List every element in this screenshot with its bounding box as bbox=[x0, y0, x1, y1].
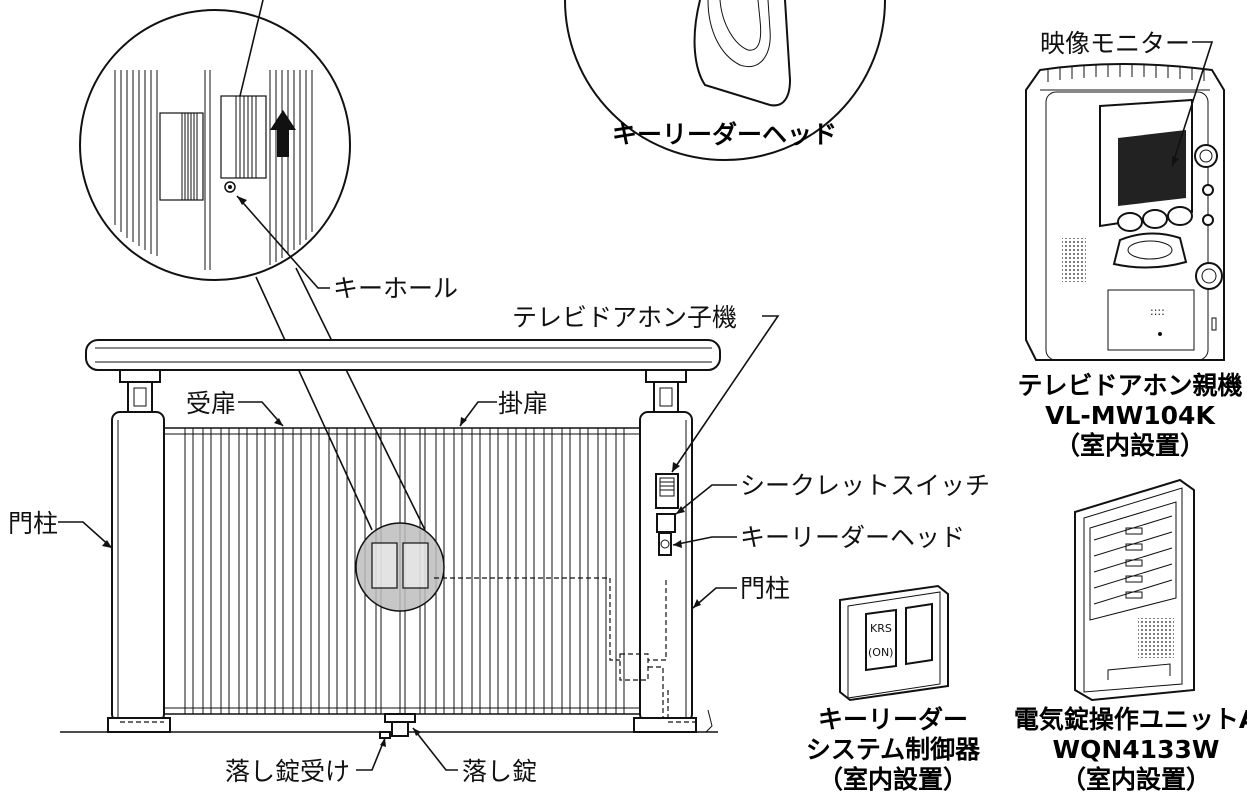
secret-switch-label: シークレットスイッチ bbox=[740, 471, 990, 500]
master-unit-model: VL-MW104K bbox=[1045, 401, 1216, 430]
controller-name-1: キーリーダー bbox=[818, 705, 968, 734]
zoom-key-reader-head-label: キーリーダーヘッド bbox=[612, 120, 837, 149]
drop-lock-receiver-label: 落し錠受け bbox=[225, 757, 350, 786]
hanging-door-label: 掛扉 bbox=[498, 389, 548, 418]
gate-post-right-label: 門柱 bbox=[740, 574, 790, 603]
krs-on-label: (ON) bbox=[868, 646, 893, 659]
lock-unit-note: （室内設置） bbox=[1061, 765, 1211, 794]
lock-unit-name: 電気錠操作ユニットA bbox=[1014, 705, 1247, 734]
master-unit-note: （室内設置） bbox=[1055, 431, 1205, 460]
master-unit-name: テレビドアホン親機 bbox=[1017, 371, 1242, 400]
key-reader-head bbox=[658, 532, 672, 556]
intercom-sub-label: テレビドアホン子機 bbox=[512, 303, 737, 332]
keyhole-label: キーホール bbox=[333, 274, 458, 303]
key-reader-controller: KRS (ON) bbox=[839, 584, 949, 702]
video-monitor-screen bbox=[1118, 130, 1186, 206]
zoom-circle-key-reader: キーリーダーヘッド bbox=[564, 0, 886, 161]
drop-lock-label: 落し錠 bbox=[462, 757, 537, 786]
lock-control-unit bbox=[1074, 478, 1195, 702]
intercom-master-unit: :::: bbox=[1025, 63, 1225, 361]
lock-unit-model: WQN4133W bbox=[1053, 735, 1220, 764]
secret-switch bbox=[656, 513, 676, 533]
receiving-door-label: 受扉 bbox=[186, 389, 236, 418]
intercom-sub-unit bbox=[655, 473, 679, 509]
controller-name-2: システム制御器 bbox=[806, 735, 981, 764]
gate-post-left-label: 門柱 bbox=[8, 509, 58, 538]
zoom-circle-keyhole bbox=[79, 0, 351, 289]
gate bbox=[60, 339, 721, 739]
video-monitor-label: 映像モニター bbox=[1040, 29, 1190, 58]
krs-label: KRS bbox=[870, 622, 892, 635]
controller-note: （室内設置） bbox=[818, 765, 968, 794]
svg-text:::::: :::: bbox=[1150, 305, 1165, 318]
key-reader-head-label: キーリーダーヘッド bbox=[740, 523, 965, 552]
lock-highlight bbox=[355, 522, 445, 612]
